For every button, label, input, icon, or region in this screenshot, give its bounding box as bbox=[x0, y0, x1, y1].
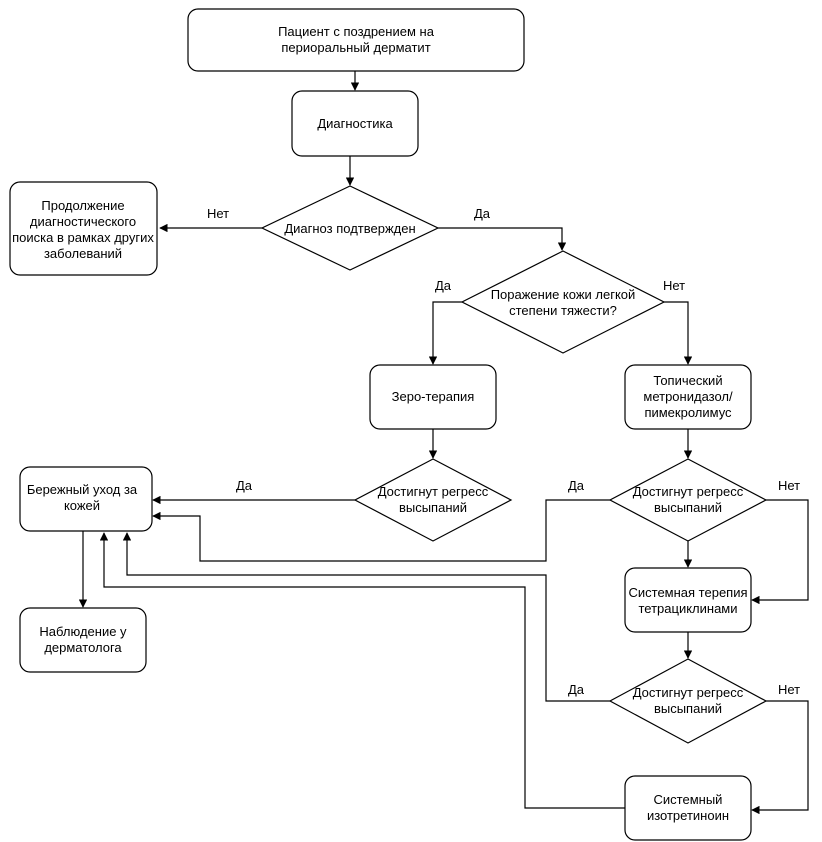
edge-label-regress3-no: Нет bbox=[778, 682, 800, 697]
node-tetracycline: Системная терепия тетрациклинами bbox=[624, 567, 752, 633]
node-isotretinoin: Системный изотретиноин bbox=[624, 775, 752, 841]
decision-regress-3-line-2: высыпаний bbox=[654, 701, 722, 716]
decision-regress-2: Достигнут регресс высыпаний bbox=[608, 458, 768, 542]
edge-regress2-care bbox=[152, 499, 610, 562]
edge-regress3-care bbox=[122, 532, 610, 702]
node-observation: Наблюдение у дерматолога bbox=[19, 607, 147, 673]
node-zero-therapy: Зеро-терапия bbox=[369, 364, 497, 430]
decision-regress-2-line-1: Достигнут регресс bbox=[633, 484, 744, 499]
node-diagnostics: Диагностика bbox=[291, 90, 419, 157]
node-skin-care-line-1: Бережный уход за bbox=[27, 482, 138, 497]
decision-regress-2-line-2: высыпаний bbox=[654, 500, 722, 515]
node-zero-therapy-label: Зеро-терапия bbox=[392, 389, 475, 404]
node-skin-care: Бережный уход за кожей bbox=[19, 466, 153, 532]
decision-regress-3-line-1: Достигнут регресс bbox=[633, 685, 744, 700]
node-topical-line-1: Топический bbox=[653, 373, 722, 388]
edge-label-regress1-yes: Да bbox=[236, 478, 253, 493]
decision-diagnosis-confirmed: Диагноз подтвержден bbox=[260, 185, 440, 271]
node-skin-care-line-2: кожей bbox=[64, 498, 100, 513]
node-tetracycline-line-2: тетрациклинами bbox=[638, 601, 737, 616]
edge-label-confirmed-yes: Да bbox=[474, 206, 491, 221]
edge-label-confirmed-no: Нет bbox=[207, 206, 229, 221]
decision-mild-lesion-line-1: Поражение кожи легкой bbox=[491, 287, 636, 302]
decision-regress-1-line-1: Достигнут регресс bbox=[378, 484, 489, 499]
decision-regress-1: Достигнут регресс высыпаний bbox=[353, 458, 513, 542]
node-continue-search-line-4: заболеваний bbox=[44, 246, 122, 261]
edge-confirmed-mild bbox=[438, 227, 567, 251]
decision-mild-lesion-line-2: степени тяжести? bbox=[509, 303, 617, 318]
node-continue-search-line-1: Продолжение bbox=[41, 198, 124, 213]
node-start-line-2: периоральный дерматит bbox=[281, 40, 430, 55]
node-observation-line-2: дерматолога bbox=[44, 640, 122, 655]
node-diagnostics-label: Диагностика bbox=[317, 116, 393, 131]
edge-label-regress3-yes: Да bbox=[568, 682, 585, 697]
node-tetracycline-line-1: Системная терепия bbox=[628, 585, 747, 600]
decision-diagnosis-confirmed-label: Диагноз подтвержден bbox=[284, 221, 415, 236]
decision-regress-1-line-2: высыпаний bbox=[399, 500, 467, 515]
edge-label-mild-no: Нет bbox=[663, 278, 685, 293]
node-continue-search-line-2: диагностического bbox=[30, 214, 136, 229]
node-start-line-1: Пациент с поздрением на bbox=[278, 24, 435, 39]
node-isotretinoin-line-2: изотретиноин bbox=[647, 808, 729, 823]
node-topical-line-3: пимекролимус bbox=[644, 405, 732, 420]
node-continue-search: Продолжение диагностического поиска в ра… bbox=[9, 181, 158, 276]
edge-regress2-no-tetra bbox=[751, 499, 809, 605]
node-topical: Топический метронидазол/ пимекролимус bbox=[624, 364, 752, 430]
edge-label-mild-yes: Да bbox=[435, 278, 452, 293]
decision-mild-lesion: Поражение кожи легкой степени тяжести? bbox=[460, 250, 666, 354]
edges bbox=[78, 71, 809, 815]
edge-labels: Нет Да Да Нет Да Да Нет Да Нет bbox=[207, 206, 800, 697]
node-continue-search-line-3: поиска в рамках других bbox=[12, 230, 154, 245]
edge-mild-zero bbox=[428, 301, 462, 365]
edge-isotret-care bbox=[99, 532, 625, 809]
node-topical-line-2: метронидазол/ bbox=[643, 389, 733, 404]
node-start: Пациент с поздрением на периоральный дер… bbox=[187, 8, 525, 72]
edge-label-regress2-no: Нет bbox=[778, 478, 800, 493]
decision-regress-3: Достигнут регресс высыпаний bbox=[608, 658, 768, 744]
edge-regress3-no-isotret bbox=[751, 700, 809, 815]
node-observation-line-1: Наблюдение у bbox=[39, 624, 127, 639]
node-isotretinoin-line-1: Системный bbox=[654, 792, 723, 807]
edge-label-regress2-yes: Да bbox=[568, 478, 585, 493]
edge-mild-topical bbox=[664, 301, 693, 365]
